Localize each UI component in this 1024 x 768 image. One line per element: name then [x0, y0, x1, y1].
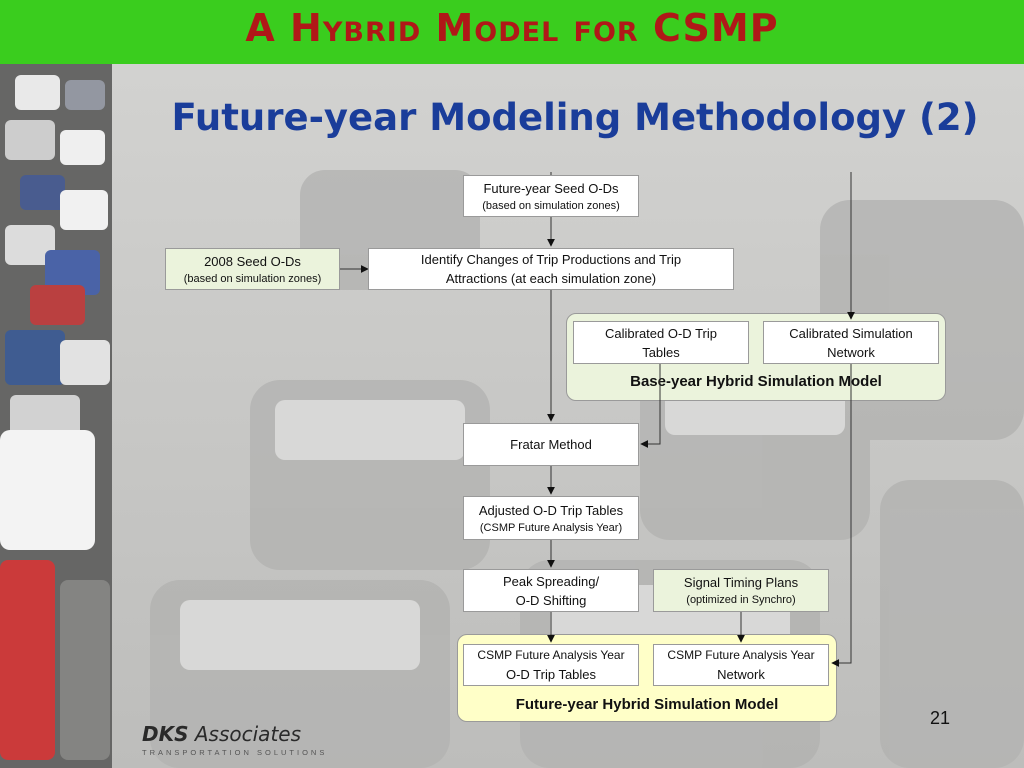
calib-od-line1: Calibrated O-D Trip: [605, 325, 717, 341]
future-seed-line2: (based on simulation zones): [482, 199, 620, 212]
logo-brand-rest: Associates: [194, 722, 302, 746]
base-year-model-label: Base-year Hybrid Simulation Model: [630, 373, 882, 390]
fratar-label: Fratar Method: [510, 437, 592, 452]
peak-spreading-box: Peak Spreading/ O-D Shifting: [463, 569, 639, 612]
future-net-line2: Network: [717, 667, 765, 682]
calibrated-network-box: Calibrated Simulation Network: [763, 321, 939, 364]
signal-line1: Signal Timing Plans: [683, 575, 799, 590]
identify-line1: Identify Changes of Trip Productions and…: [420, 252, 682, 267]
future-od-tables-box: CSMP Future Analysis Year O-D Trip Table…: [463, 644, 639, 686]
future-od-line2: O-D Trip Tables: [505, 667, 597, 682]
arrow-calibod-to-fratar: [640, 364, 661, 448]
page-number: 21: [930, 708, 951, 728]
calib-net-line1: Calibrated Simulation: [789, 325, 913, 341]
future-od-line1: CSMP Future Analysis Year: [477, 648, 625, 662]
adjusted-line2: (CSMP Future Analysis Year): [479, 521, 623, 534]
seed-2008-line1: 2008 Seed O-Ds: [204, 253, 301, 269]
future-year-model-label: Future-year Hybrid Simulation Model: [515, 696, 779, 713]
adjusted-od-tables-box: Adjusted O-D Trip Tables (CSMP Future An…: [463, 496, 639, 540]
signal-line2: (optimized in Synchro): [686, 594, 796, 606]
banner-title: A Hybrid Model for CSMP: [245, 6, 779, 50]
identify-changes-box: Identify Changes of Trip Productions and…: [368, 248, 734, 290]
future-seed-line1: Future-year Seed O-Ds: [483, 180, 619, 196]
signal-timing-box: Signal Timing Plans (optimized in Synchr…: [653, 569, 829, 612]
arrow-calibnet-to-futurenet: [831, 364, 852, 667]
title-banner: [0, 0, 1024, 64]
calibrated-od-tables-box: Calibrated O-D Trip Tables: [573, 321, 749, 364]
future-year-seed-od-box: Future-year Seed O-Ds (based on simulati…: [463, 175, 639, 217]
slide-title: Future-year Modeling Methodology (2): [171, 96, 979, 139]
seed-2008-od-box: 2008 Seed O-Ds (based on simulation zone…: [165, 248, 340, 290]
adjusted-line1: Adjusted O-D Trip Tables: [478, 502, 624, 518]
dks-logo: DKS Associates TRANSPORTATION SOLUTIONS: [142, 722, 327, 757]
fratar-method-box: Fratar Method: [463, 423, 639, 466]
seed-2008-line2: (based on simulation zones): [183, 272, 322, 285]
logo-brand-bold: DKS: [142, 722, 189, 746]
peak-line2: O-D Shifting: [515, 592, 587, 608]
calib-net-line2: Network: [827, 344, 875, 360]
peak-line1: Peak Spreading/: [502, 573, 600, 589]
identify-line2: Attractions (at each simulation zone): [445, 271, 657, 286]
calib-od-line2: Tables: [642, 344, 680, 360]
logo-brand: DKS Associates: [142, 722, 327, 746]
logo-tagline: TRANSPORTATION SOLUTIONS: [142, 748, 328, 757]
future-net-line1: CSMP Future Analysis Year: [667, 648, 815, 662]
future-network-box: CSMP Future Analysis Year Network: [653, 644, 829, 686]
